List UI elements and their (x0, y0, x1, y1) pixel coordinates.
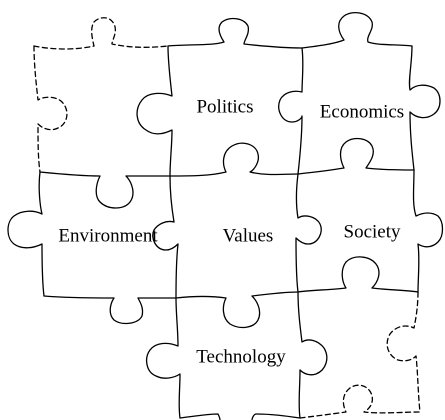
edge-politics-top (167, 17, 303, 49)
label-economics: Economics (320, 101, 404, 122)
edge-economics-top (301, 11, 413, 49)
edge-society-bottom (297, 256, 419, 293)
edge-environment-bottom (43, 295, 177, 325)
edge-technology-left (145, 297, 181, 419)
edge-missing-top-left-top (33, 17, 169, 50)
edge-society-right (412, 169, 444, 293)
edge-technology-right (297, 291, 328, 419)
edge-politics-left (136, 45, 173, 177)
edge-missing-bottom-right-right (386, 291, 421, 413)
label-politics: Politics (196, 96, 253, 117)
label-environment: Environment (58, 225, 158, 246)
edge-missing-bottom-right-bottom (299, 384, 421, 419)
edge-politics-economics (278, 47, 304, 175)
edge-values-technology (175, 291, 299, 329)
edge-values-society (295, 173, 322, 293)
edge-technology-bottom (179, 413, 301, 420)
edge-economics-society (297, 137, 415, 175)
edge-environment-left (7, 171, 45, 297)
edge-politics-values (169, 142, 299, 177)
edge-environment-values (152, 175, 179, 299)
edge-missing-top-left-left (33, 45, 68, 173)
label-technology: Technology (196, 346, 286, 367)
label-society: Society (344, 221, 401, 242)
edge-environment-top (39, 171, 171, 209)
label-values: Values (223, 225, 274, 246)
edge-economics-right (408, 45, 441, 171)
